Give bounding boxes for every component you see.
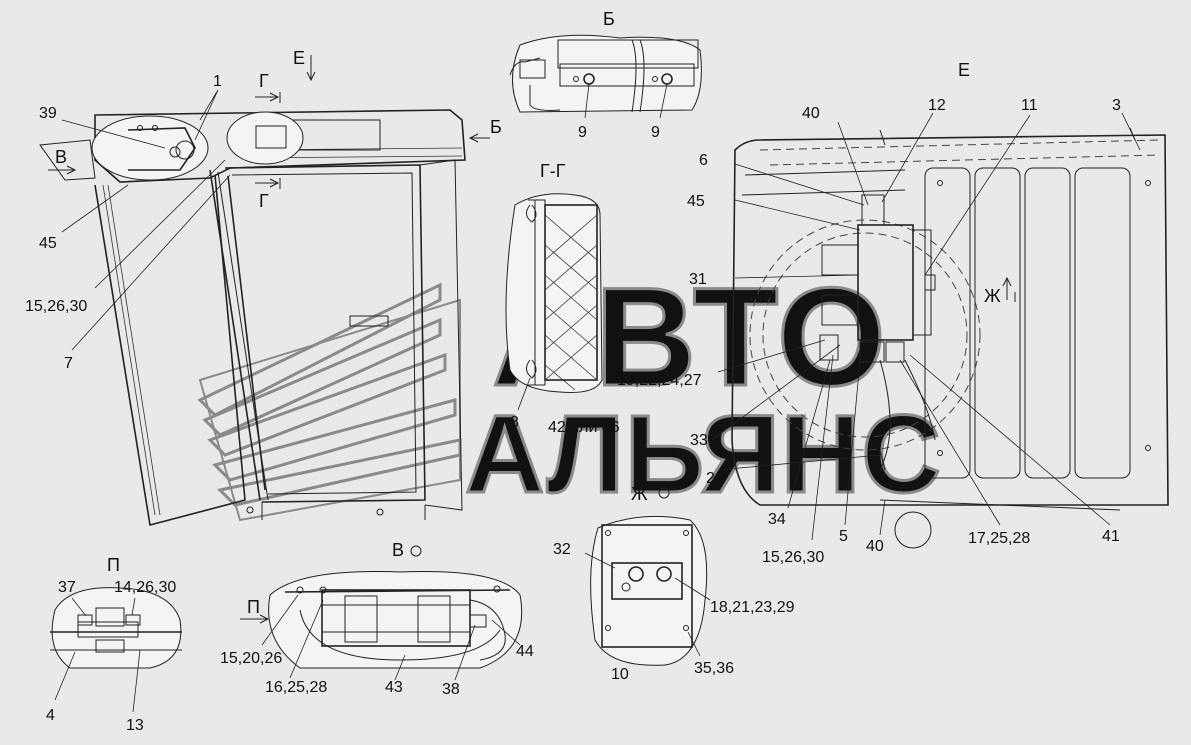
callout-13: 13 [126, 717, 144, 734]
callout-34: 34 [768, 511, 786, 528]
callout-18-21-23-29: 18,21,23,29 [710, 599, 795, 616]
callout-33: 33 [690, 432, 708, 449]
section-gg: Г-Г 8 42 или 46 [505, 161, 620, 436]
callout-3: 3 [1112, 97, 1121, 114]
section-g-bottom-label: Г [259, 191, 269, 211]
callout-9b: 9 [651, 124, 660, 141]
watermark-logo-chevrons [197, 282, 462, 522]
callout-7: 7 [64, 355, 73, 372]
callout-15-20-26: 15,20,26 [220, 650, 282, 667]
callout-15-26-30a: 15,26,30 [25, 298, 87, 315]
section-g-top-label: Г [259, 71, 269, 91]
view-v: В П 15,20,26 16,25,28 43 38 44 [220, 540, 534, 698]
callout-6: 6 [699, 152, 708, 169]
view-arrow-e-label: Е [293, 48, 305, 68]
callout-43: 43 [385, 679, 403, 696]
callout-17-25-28: 17,25,28 [968, 530, 1030, 547]
callout-38: 38 [442, 681, 460, 698]
callout-41: 41 [1102, 528, 1120, 545]
callout-9a: 9 [578, 124, 587, 141]
callout-14-26-30: 14,26,30 [114, 579, 176, 596]
callout-15-26-30b: 15,26,30 [762, 549, 824, 566]
callout-32: 32 [553, 541, 571, 558]
view-arrow-zh-label: Ж [984, 286, 1001, 306]
callout-40a: 40 [802, 105, 820, 122]
view-e-callouts: 40 12 11 3 6 45 31 19,22,24,27 33 2 34 1… [617, 97, 1121, 566]
callout-35-36: 35,36 [694, 660, 734, 677]
view-p: П 37 14,26,30 4 13 [46, 555, 182, 734]
callout-19-22-24-27: 19,22,24,27 [617, 372, 702, 389]
view-arrow-b-label: Б [490, 117, 502, 137]
callout-40b: 40 [866, 538, 884, 555]
callout-39: 39 [39, 105, 57, 122]
callout-10: 10 [611, 666, 629, 683]
callout-44: 44 [516, 643, 534, 660]
section-gg-title: Г-Г [540, 161, 566, 181]
section-marks-g: Г Г Е Б В [48, 48, 502, 211]
callout-11: 11 [1021, 97, 1038, 114]
view-arrow-v-label: В [55, 147, 67, 167]
callout-12: 12 [928, 97, 946, 114]
main-view-callouts: 1 39 45 15,26,30 7 [25, 73, 231, 372]
callout-5: 5 [839, 528, 848, 545]
callout-45b: 45 [687, 193, 705, 210]
view-b-title: Б [603, 9, 615, 29]
watermark-line2: АЛЬЯНС [465, 393, 942, 516]
main-side-view [39, 109, 466, 526]
view-e: Е Ж [711, 60, 1169, 549]
callout-42-46: 42 или 46 [548, 419, 620, 436]
callout-45a: 45 [39, 235, 57, 252]
callout-1: 1 [213, 73, 222, 90]
callout-4: 4 [46, 707, 55, 724]
callout-8: 8 [510, 414, 519, 431]
callout-16-25-28: 16,25,28 [265, 679, 327, 696]
view-p-title: П [107, 555, 120, 575]
view-zh: Ж 32 18,21,23,29 10 35,36 [553, 484, 795, 683]
view-zh-title: Ж [631, 484, 648, 504]
callout-37: 37 [58, 579, 76, 596]
view-arrow-p-label: П [247, 597, 260, 617]
callout-2: 2 [706, 470, 715, 487]
view-b: Б 9 9 [509, 9, 702, 141]
view-e-title: Е [958, 60, 970, 80]
view-v-title: В [392, 540, 404, 560]
callout-31: 31 [689, 271, 707, 288]
